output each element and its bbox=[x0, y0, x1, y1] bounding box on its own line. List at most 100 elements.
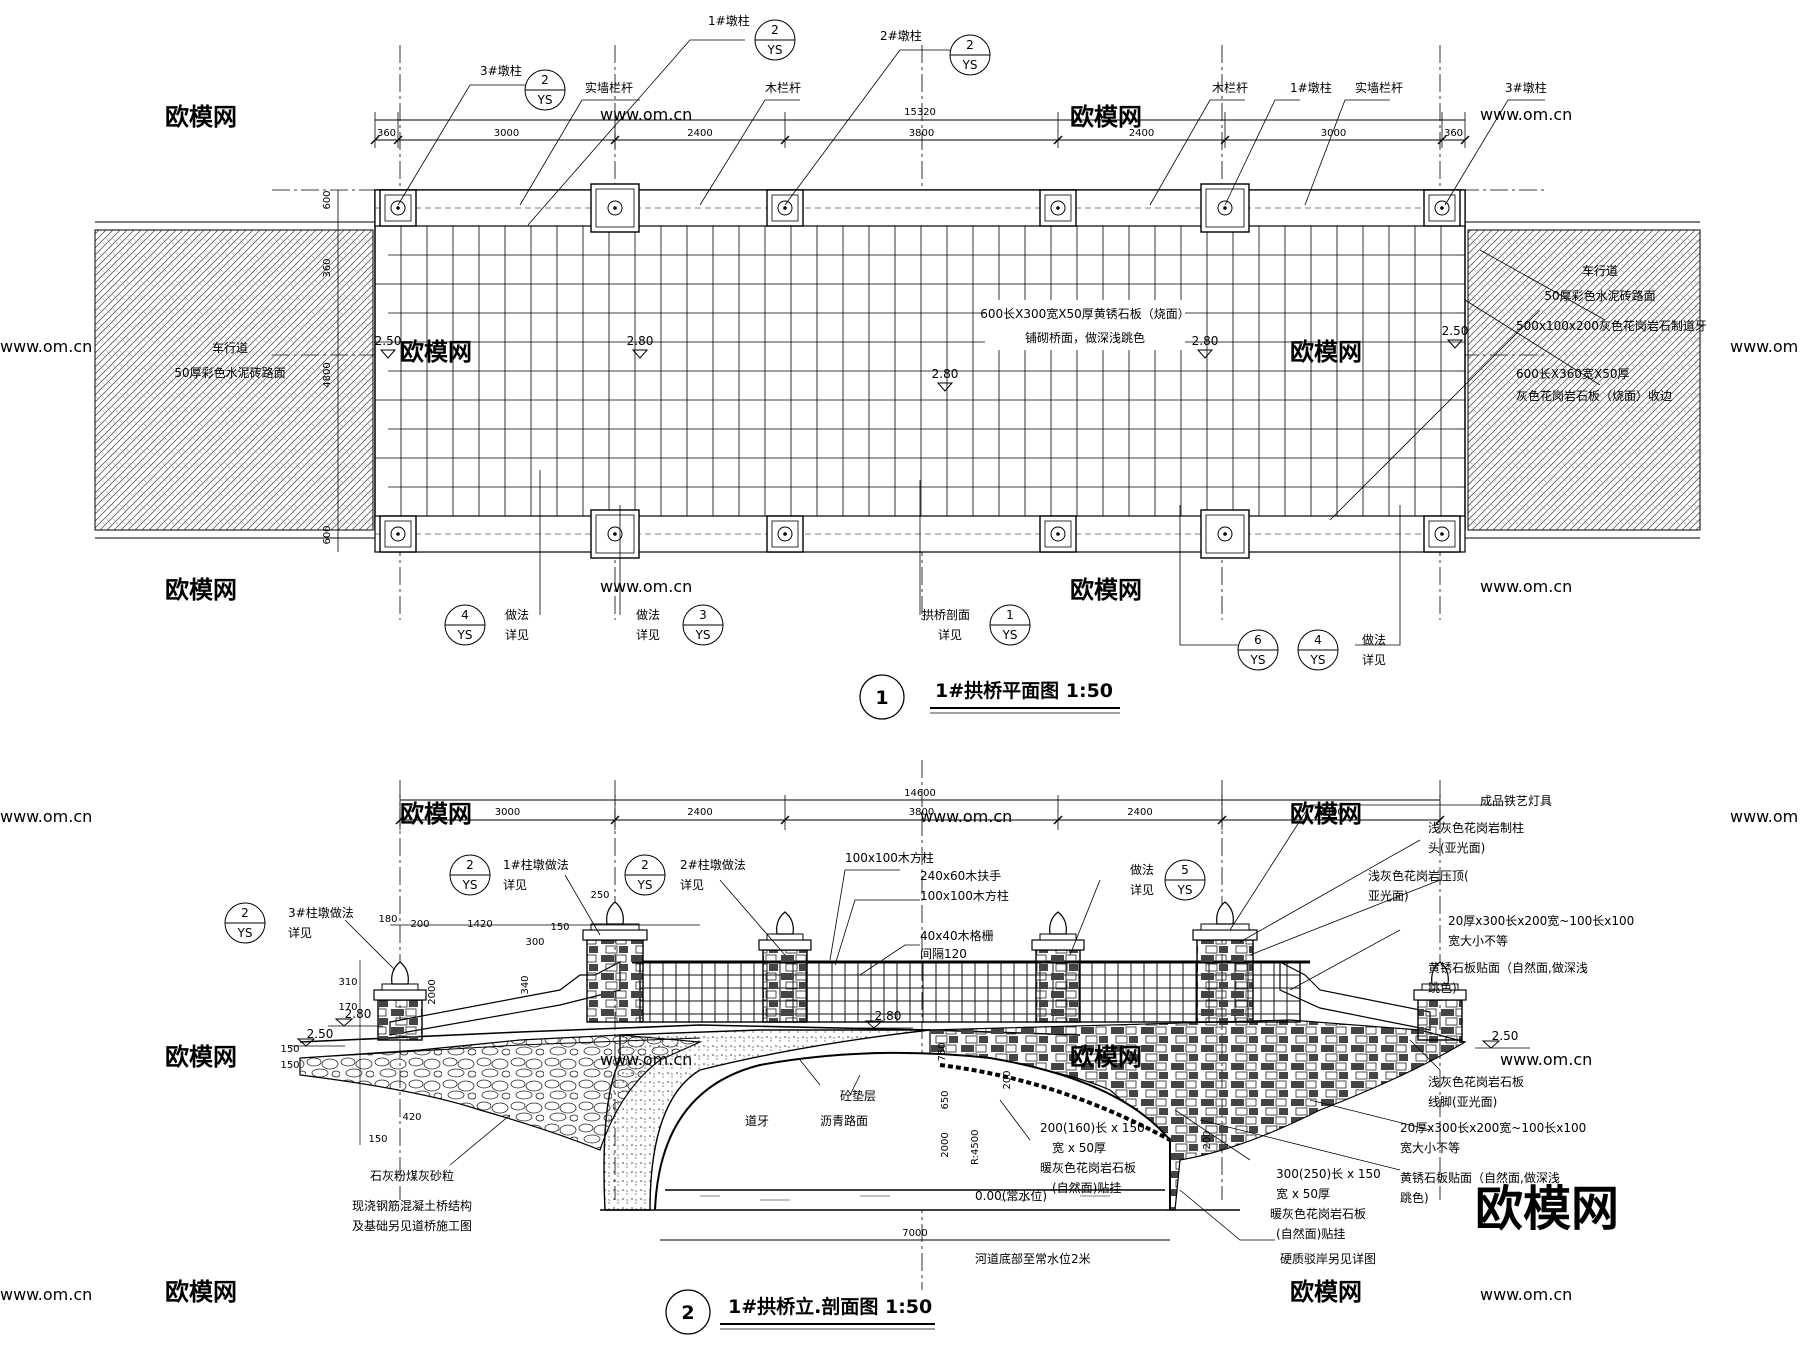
small-dim: 300 bbox=[525, 937, 544, 948]
right-note: 黄锈石板贴面（自然面,做深浅 bbox=[1428, 960, 1588, 975]
plan-view: 2 YS 2 YS 2 YS 3#墩柱 1#墩柱 2#墩柱 实墙栏杆 木栏杆 木… bbox=[94, 13, 1707, 720]
lattice-rail bbox=[639, 961, 1301, 1023]
level-mark: 2.80 bbox=[1192, 334, 1219, 348]
watermark-brand: 欧模网 bbox=[1290, 1278, 1362, 1306]
curb-note: 500x100x200灰色花岗岩石制道牙 bbox=[1516, 318, 1707, 333]
section-number: 2 bbox=[681, 1302, 694, 1324]
ref-label: 详见 bbox=[1362, 652, 1386, 667]
lamp-finial bbox=[1431, 961, 1449, 985]
callout-solid-rail-right: 实墙栏杆 bbox=[1355, 80, 1403, 95]
right-note: 宽大小不等 bbox=[1448, 933, 1508, 948]
bubble-sub: YS bbox=[962, 58, 978, 72]
ref-label: 详见 bbox=[288, 925, 312, 940]
watermark-logo: 欧模网 bbox=[1475, 1181, 1619, 1237]
ref-label: 详见 bbox=[938, 627, 962, 642]
ref-sub: YS bbox=[457, 628, 473, 642]
lamp-finial bbox=[1049, 911, 1067, 935]
section-pier bbox=[586, 939, 644, 1023]
ref-num: 1 bbox=[1006, 608, 1014, 622]
note-arch-2: 宽 x 50厚 bbox=[1052, 1140, 1106, 1155]
watermark-url: www.om.cn bbox=[920, 807, 1012, 826]
note-lime: 石灰粉煤灰砂粒 bbox=[370, 1168, 454, 1183]
small-dim: 170 bbox=[338, 1002, 357, 1013]
watermarks: 欧模网欧模网欧模网欧模网欧模网欧模网欧模网欧模网欧模网欧模网欧模网欧模网www.… bbox=[0, 103, 1800, 1306]
ref-sub: YS bbox=[1310, 653, 1326, 667]
note-cushion: 砼垫层 bbox=[840, 1088, 876, 1103]
road-left bbox=[94, 229, 374, 531]
right-note: 线脚(亚光面) bbox=[1428, 1094, 1497, 1109]
bubble-num: 2 bbox=[541, 73, 549, 87]
watermark-brand: 欧模网 bbox=[1070, 576, 1142, 604]
note-side-3: 暖灰色花岗岩石板 bbox=[1270, 1206, 1366, 1221]
ref-label: 详见 bbox=[503, 877, 527, 892]
right-note: 浅灰色花岗岩压顶( bbox=[1368, 868, 1469, 883]
total-dim: 15320 bbox=[904, 107, 936, 118]
level-mark: 2.80 bbox=[345, 1007, 372, 1021]
right-note: 跳色) bbox=[1400, 1191, 1429, 1205]
road-right-label: 车行道 bbox=[1582, 263, 1618, 278]
note-arch-3: 暖灰色花岗岩石板 bbox=[1040, 1160, 1136, 1175]
vertical-dim: 4800 bbox=[322, 362, 333, 387]
edge-note-1: 600长X360宽X50厚 bbox=[1516, 366, 1630, 381]
watermark-url: www.om.cn bbox=[0, 337, 92, 356]
section-pier bbox=[1417, 999, 1463, 1041]
small-dim: 310 bbox=[338, 977, 357, 988]
segment-dim: 3000 bbox=[1318, 807, 1343, 818]
section-title: 1#拱桥立.剖面图 1:50 bbox=[728, 1295, 932, 1318]
note-structure-1: 现浇钢筋混凝土桥结构 bbox=[352, 1198, 472, 1213]
segment-dim: 3000 bbox=[1321, 128, 1346, 139]
road-right-paving: 50厚彩色水泥砖路面 bbox=[1544, 288, 1655, 303]
ref-label: 做法 bbox=[636, 607, 660, 622]
note-handrail: 240x60木扶手 bbox=[920, 868, 1001, 883]
ref-num: 3 bbox=[699, 608, 707, 622]
ref-num: 4 bbox=[461, 608, 469, 622]
level-mark: 2.50 bbox=[375, 334, 402, 348]
segment-dim: 360 bbox=[1444, 128, 1463, 139]
note-bank: 硬质驳岸另见详图 bbox=[1280, 1251, 1376, 1266]
watermark-brand: 欧模网 bbox=[165, 1278, 237, 1306]
small-dim-vertical: 750 bbox=[937, 1042, 948, 1061]
ref-sub: YS bbox=[695, 628, 711, 642]
road-left-label: 车行道 bbox=[212, 340, 248, 355]
ref-sub: YS bbox=[1177, 883, 1193, 897]
plan-title: 1#拱桥平面图 1:50 bbox=[935, 679, 1113, 702]
small-dim: 250 bbox=[590, 890, 609, 901]
segment-dim: 360 bbox=[377, 128, 396, 139]
segment-dim: 2400 bbox=[687, 807, 712, 818]
segment-dim: 3000 bbox=[494, 128, 519, 139]
callout-wood-rail-left: 木栏杆 bbox=[765, 80, 801, 95]
ref-label: 详见 bbox=[505, 627, 529, 642]
small-dim: 420 bbox=[402, 1112, 421, 1123]
small-dim-vertical: 2000 bbox=[940, 1132, 951, 1157]
ref-label: 3#柱墩做法 bbox=[288, 905, 354, 920]
ref-label: 做法 bbox=[505, 607, 529, 622]
right-note: 亚光面) bbox=[1368, 889, 1409, 903]
small-dim-vertical: 200 bbox=[1202, 1130, 1213, 1149]
note-arch-1: 200(160)长 x 150 bbox=[1040, 1121, 1145, 1135]
deck-note-2: 铺砌桥面，做深浅跳色 bbox=[1025, 330, 1145, 345]
level-mark: 2.50 bbox=[1492, 1029, 1519, 1043]
pier-post bbox=[1423, 515, 1461, 553]
watermark-url: www.om.cn bbox=[1730, 807, 1800, 826]
section-pier bbox=[377, 999, 423, 1041]
watermark-url: www.om.cn bbox=[600, 105, 692, 124]
lamp-finial bbox=[391, 961, 409, 985]
road-right bbox=[1467, 229, 1701, 531]
watermark-url: www.om.cn bbox=[1730, 337, 1800, 356]
segment-dim: 3800 bbox=[909, 128, 934, 139]
ref-sub: YS bbox=[237, 926, 253, 940]
watermark-url: www.om.cn bbox=[1500, 1050, 1592, 1069]
ref-label: 详见 bbox=[1130, 882, 1154, 897]
watermark-brand: 欧模网 bbox=[1070, 103, 1142, 131]
right-note: 黄锈石板贴面（自然面,做深浅 bbox=[1400, 1170, 1560, 1185]
pier-post bbox=[1423, 189, 1461, 227]
watermark-brand: 欧模网 bbox=[1070, 1043, 1142, 1071]
note-side-1: 300(250)长 x 150 bbox=[1276, 1167, 1381, 1181]
right-note: 成品铁艺灯具 bbox=[1480, 794, 1552, 808]
callout-pier3-left: 3#墩柱 bbox=[480, 63, 522, 78]
watermark-url: www.om.cn bbox=[0, 807, 92, 826]
ref-sub: YS bbox=[1002, 628, 1018, 642]
note-lattice: 40x40木格栅 bbox=[920, 928, 994, 943]
edge-note-2: 灰色花岗岩石板（烧面）收边 bbox=[1516, 388, 1672, 403]
